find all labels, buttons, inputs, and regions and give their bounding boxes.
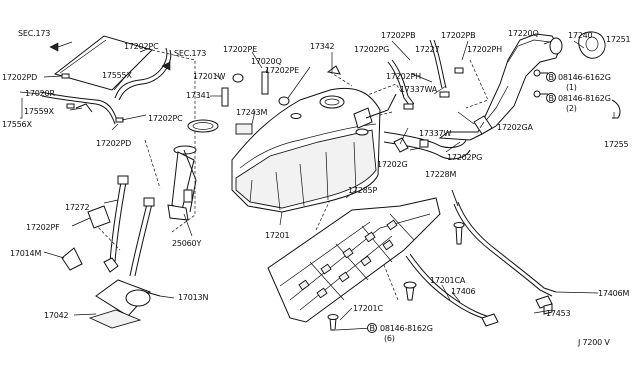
label-sec173-mid[interactable]: SEC.173 xyxy=(174,49,206,58)
label-08146-8162G-top[interactable]: 08146-8162G xyxy=(558,94,611,103)
label-08146-8162G-bottom-qty: (6) xyxy=(384,334,395,343)
label-17559X[interactable]: 17559X xyxy=(24,107,55,116)
label-17202GA[interactable]: 17202GA xyxy=(497,123,534,132)
diagram-code: J 7200 V xyxy=(577,338,610,347)
label-17202PH-right[interactable]: 17202PH xyxy=(467,45,502,54)
label-25060Y[interactable]: 25060Y xyxy=(172,239,202,248)
label-17202PD-top[interactable]: 17202PD xyxy=(2,73,37,82)
label-17201W[interactable]: 17201W xyxy=(193,72,226,81)
label-17255[interactable]: 17255 xyxy=(604,140,629,149)
tank-straps xyxy=(405,189,557,327)
bolt-marker-1-letter: B xyxy=(549,73,554,82)
label-17201C[interactable]: 17201C xyxy=(353,304,384,313)
label-17556X[interactable]: 17556X xyxy=(2,120,33,129)
bolt-marker-3 xyxy=(367,323,377,333)
tank-protector xyxy=(267,197,441,323)
label-17202PE-left[interactable]: 17202PE xyxy=(223,45,257,54)
fuel-filter xyxy=(88,279,161,329)
label-17406M[interactable]: 17406M xyxy=(598,289,630,298)
label-17406[interactable]: 17406 xyxy=(451,287,476,296)
label-17251[interactable]: 17251 xyxy=(606,35,631,44)
small-fittings xyxy=(221,65,341,135)
fuel-line-hoses xyxy=(61,175,155,277)
label-17020Q[interactable]: 17020Q xyxy=(251,57,282,66)
bolts xyxy=(327,222,553,331)
label-17202PG-top[interactable]: 17202PG xyxy=(354,45,389,54)
label-17453[interactable]: 17453 xyxy=(546,309,571,318)
dashed-leaders xyxy=(94,49,489,301)
part-labels: SEC.173 17202PC SEC.173 17202PE 17020Q 1… xyxy=(2,29,631,347)
fuel-pump-assembly xyxy=(167,119,219,221)
label-17202PF[interactable]: 17202PF xyxy=(26,223,60,232)
label-17042[interactable]: 17042 xyxy=(44,311,69,320)
label-17240[interactable]: 17240 xyxy=(568,31,593,40)
bolt-marker-3-letter: B xyxy=(370,324,375,333)
section-arrows xyxy=(49,42,171,71)
label-17202PG-bottom[interactable]: 17202PG xyxy=(447,153,482,162)
label-17014M[interactable]: 17014M xyxy=(10,249,42,258)
label-08146-6162G[interactable]: 08146-6162G xyxy=(558,73,611,82)
label-17272[interactable]: 17272 xyxy=(65,203,90,212)
fuel-tank xyxy=(231,88,381,213)
label-17227[interactable]: 17227 xyxy=(415,45,440,54)
label-17202PH-mid[interactable]: 17202PH xyxy=(386,72,421,81)
label-17202PC-top[interactable]: 17202PC xyxy=(124,42,159,51)
label-17202PD-bottom[interactable]: 17202PD xyxy=(96,139,131,148)
label-sec173-top[interactable]: SEC.173 xyxy=(18,29,50,38)
label-17341[interactable]: 17341 xyxy=(186,91,211,100)
label-08146-8162G-bottom[interactable]: 08146-8162G xyxy=(380,324,433,333)
label-17201CA[interactable]: 17201CA xyxy=(430,276,466,285)
bolt-marker-2-letter: B xyxy=(549,94,554,103)
label-17285P[interactable]: 17285P xyxy=(348,186,378,195)
leader-lines xyxy=(19,40,615,331)
label-17202PB-right[interactable]: 17202PB xyxy=(441,31,476,40)
label-17555X[interactable]: 17555X xyxy=(102,71,133,80)
filler-tube xyxy=(365,31,621,160)
bolt-marker-1 xyxy=(546,72,556,82)
label-17243M[interactable]: 17243M xyxy=(236,108,268,117)
label-17013N[interactable]: 17013N xyxy=(178,293,209,302)
label-08146-6162G-qty: (1) xyxy=(566,83,577,92)
label-17337W[interactable]: 17337W xyxy=(419,129,452,138)
label-17337WA[interactable]: 17337WA xyxy=(400,85,438,94)
label-17220Q[interactable]: 17220Q xyxy=(508,29,539,38)
label-08146-8162G-top-qty: (2) xyxy=(566,104,577,113)
label-17020R[interactable]: 17020R xyxy=(25,89,56,98)
label-group-bracket xyxy=(20,98,23,119)
label-17201[interactable]: 17201 xyxy=(265,231,290,240)
bolt-marker-2 xyxy=(546,93,556,103)
label-17342[interactable]: 17342 xyxy=(310,42,335,51)
label-17202PB-left[interactable]: 17202PB xyxy=(381,31,416,40)
label-17202PC-mid[interactable]: 17202PC xyxy=(148,114,183,123)
label-17202G[interactable]: 17202G xyxy=(377,160,408,169)
label-17202PE-right[interactable]: 17202PE xyxy=(265,66,299,75)
label-17228M[interactable]: 17228M xyxy=(425,170,457,179)
illustration xyxy=(39,31,621,331)
